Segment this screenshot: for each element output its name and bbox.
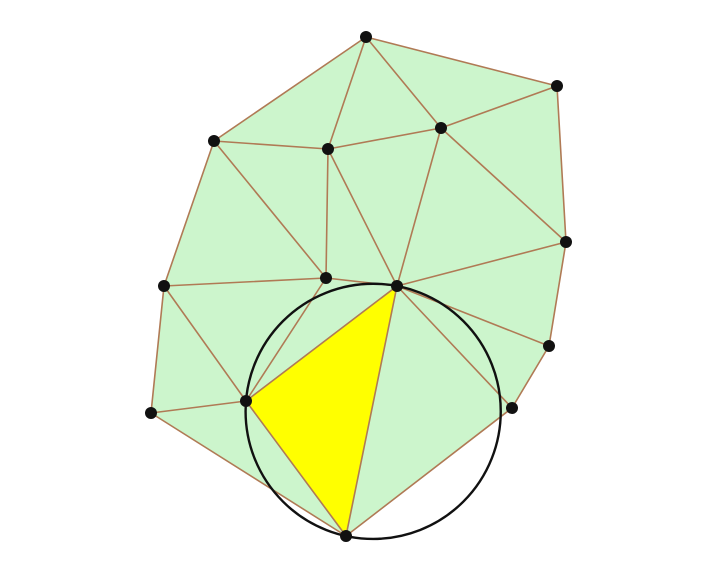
vertex-center xyxy=(320,272,332,284)
edge-v11-v7 xyxy=(150,285,165,414)
edge-v8-v7 xyxy=(163,277,327,287)
highlighted-triangle xyxy=(246,286,397,536)
edge-v9-v10 xyxy=(396,285,550,347)
vertex-upper-mid xyxy=(322,143,334,155)
vertex-right xyxy=(560,236,572,248)
edge-v9-v6 xyxy=(396,241,567,287)
edge-v12-v14 xyxy=(245,400,347,537)
vertex-left xyxy=(158,280,170,292)
edge-v2-v1 xyxy=(365,36,558,87)
edge-v5-v1 xyxy=(365,36,442,129)
edge-v3-v4 xyxy=(213,140,329,150)
edge-v4-v1 xyxy=(327,36,367,150)
edge-v12-v11 xyxy=(150,400,247,414)
edge-v14-v11 xyxy=(150,412,347,537)
vertex-lower-right xyxy=(543,340,555,352)
circumcircle-layer xyxy=(244,282,502,541)
vertex-lower-left-inner xyxy=(240,395,252,407)
edge-v9-v4 xyxy=(327,148,398,287)
vertex-center-right xyxy=(391,280,403,292)
vertices-layer xyxy=(145,31,572,542)
edge-v9-v12 xyxy=(245,285,398,402)
edge-v5-v6 xyxy=(440,127,567,243)
edge-v5-v9 xyxy=(396,127,442,287)
vertex-upper-mid-right xyxy=(435,122,447,134)
edge-v8-v3 xyxy=(213,140,327,279)
edge-v1-v3 xyxy=(213,36,367,142)
edge-v10-v13 xyxy=(511,345,550,409)
vertex-lower-left-outer xyxy=(145,407,157,419)
edge-v13-v14 xyxy=(345,407,513,537)
edge-v5-v2 xyxy=(440,85,558,129)
edge-v7-v3 xyxy=(163,140,215,287)
edges-layer xyxy=(150,36,567,537)
edge-v14-v9 xyxy=(345,285,398,537)
vertex-top xyxy=(360,31,372,43)
edge-v10-v6 xyxy=(548,241,567,347)
edge-v12-v7 xyxy=(163,285,247,402)
circumcircle xyxy=(244,282,502,541)
edge-v4-v5 xyxy=(327,127,442,150)
vertex-right-bottom xyxy=(506,402,518,414)
triangles-layer xyxy=(149,35,567,537)
edge-v4-v8 xyxy=(325,148,329,279)
edge-v6-v2 xyxy=(556,85,567,243)
edge-v13-v9 xyxy=(396,285,513,409)
vertex-bottom xyxy=(340,530,352,542)
vertex-upper-right xyxy=(551,80,563,92)
highlight-layer xyxy=(246,286,397,536)
vertex-upper-left xyxy=(208,135,220,147)
